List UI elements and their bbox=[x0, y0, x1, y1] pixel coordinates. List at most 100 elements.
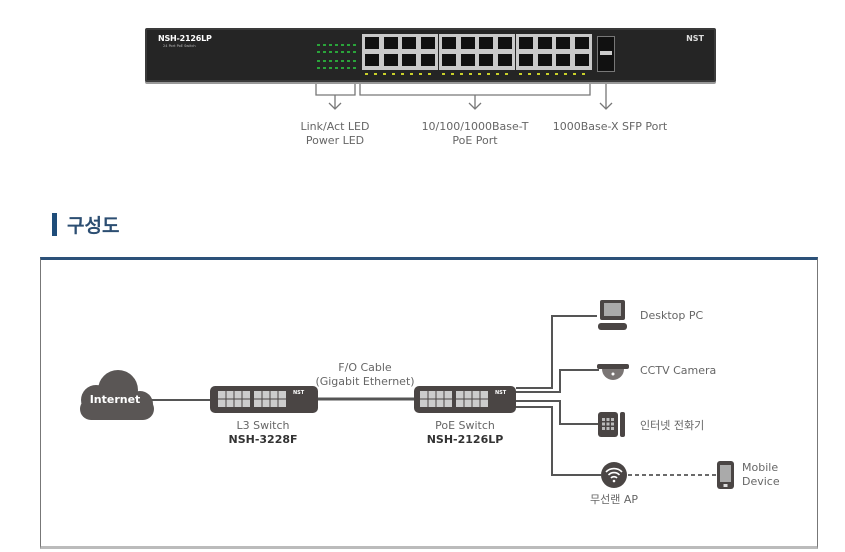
port-led bbox=[469, 73, 472, 75]
desktop-pc-icon bbox=[598, 300, 627, 330]
poe-switch-label: PoE Switch bbox=[435, 419, 495, 432]
port-led bbox=[546, 73, 549, 75]
status-led bbox=[323, 44, 326, 46]
port-led bbox=[487, 73, 490, 75]
sfp-arrow-head bbox=[599, 102, 613, 110]
internet-cloud-icon bbox=[80, 370, 154, 420]
rj45-port bbox=[519, 54, 533, 66]
status-led bbox=[329, 60, 332, 62]
status-led bbox=[353, 44, 356, 46]
status-led bbox=[335, 67, 338, 69]
mobile-line2: Device bbox=[742, 475, 780, 488]
callout-poe-port: 10/100/1000Base-T PoE Port bbox=[405, 120, 545, 148]
status-led bbox=[323, 60, 326, 62]
device-label-ap: 무선랜 AP bbox=[589, 493, 638, 506]
rj45-port bbox=[537, 54, 552, 66]
port-led bbox=[410, 73, 413, 75]
callout-sfp: 1000Base-X SFP Port bbox=[550, 120, 670, 134]
callout-port-line2: PoE Port bbox=[452, 134, 498, 147]
rj45-port bbox=[460, 37, 475, 49]
rj45-port bbox=[479, 54, 493, 66]
diagram-frame bbox=[40, 257, 818, 549]
port-bank bbox=[362, 34, 438, 70]
port-led bbox=[478, 73, 481, 75]
rj45-port bbox=[402, 37, 416, 49]
status-led bbox=[341, 67, 344, 69]
rj45-port bbox=[519, 37, 533, 49]
rj45-port bbox=[497, 37, 512, 49]
port-led bbox=[442, 73, 445, 75]
section-title: 구성도 bbox=[67, 215, 120, 237]
port-led bbox=[401, 73, 404, 75]
port-led bbox=[496, 73, 499, 75]
mobile-device-caption: Mobile Device bbox=[742, 461, 780, 489]
status-led bbox=[329, 44, 332, 46]
section-title-marker bbox=[52, 213, 57, 236]
callout-led-line2: Power LED bbox=[305, 134, 365, 147]
sfp-port-cage bbox=[597, 36, 615, 72]
rj45-port bbox=[574, 54, 589, 66]
port-led bbox=[519, 73, 522, 75]
callout-port-line1: 10/100/1000Base-T bbox=[421, 120, 529, 133]
port-led bbox=[392, 73, 395, 75]
mobile-line1: Mobile bbox=[742, 461, 779, 474]
port-led bbox=[383, 73, 386, 75]
port-led bbox=[365, 73, 368, 75]
status-led bbox=[335, 51, 338, 53]
rj45-port bbox=[365, 54, 379, 66]
status-led bbox=[323, 67, 326, 69]
led-indicator-grid bbox=[317, 44, 359, 72]
fiber-link-caption: F/O Cable (Gigabit Ethernet) bbox=[310, 361, 420, 389]
device-label-cctv: CCTV Camera bbox=[640, 364, 717, 377]
status-led bbox=[317, 67, 320, 69]
switch-front-panel: NSH-2126LP 24 Port PoE Switch NST bbox=[145, 28, 716, 82]
port-bank bbox=[439, 34, 515, 70]
link-ap bbox=[516, 406, 601, 476]
port-led bbox=[460, 73, 463, 75]
switch-model-label: NSH-2126LP bbox=[158, 34, 212, 43]
callout-sfp-line1: 1000Base-X SFP Port bbox=[552, 120, 668, 133]
cctv-camera-icon bbox=[597, 364, 629, 380]
rj45-port bbox=[442, 37, 456, 49]
status-led bbox=[341, 60, 344, 62]
status-led bbox=[341, 51, 344, 53]
rj45-port bbox=[383, 54, 398, 66]
fiber-link-line2: (Gigabit Ethernet) bbox=[315, 375, 415, 388]
wifi-ap-icon bbox=[601, 462, 627, 488]
status-led bbox=[341, 44, 344, 46]
poe-switch-icon bbox=[414, 386, 516, 413]
switch-subtitle: 24 Port PoE Switch bbox=[163, 44, 196, 48]
port-bank bbox=[516, 34, 592, 70]
port-led bbox=[537, 73, 540, 75]
switch-brand-logo: NST bbox=[686, 34, 704, 43]
rj45-port bbox=[442, 54, 456, 66]
port-led bbox=[555, 73, 558, 75]
rj45-port bbox=[460, 54, 475, 66]
l3-switch-icon bbox=[210, 386, 318, 413]
status-led bbox=[353, 51, 356, 53]
status-led bbox=[335, 44, 338, 46]
port-led bbox=[582, 73, 585, 75]
link-cctv bbox=[516, 369, 599, 393]
port-led bbox=[419, 73, 422, 75]
port-led bbox=[573, 73, 576, 75]
status-led bbox=[329, 51, 332, 53]
l3-switch-model: NSH-3228F bbox=[228, 433, 298, 446]
rj45-port bbox=[420, 37, 435, 49]
poe-switch-caption: PoE Switch NSH-2126LP bbox=[415, 419, 515, 447]
status-led bbox=[323, 51, 326, 53]
status-led bbox=[347, 67, 350, 69]
port-led bbox=[564, 73, 567, 75]
status-led bbox=[347, 44, 350, 46]
fiber-link-line1: F/O Cable bbox=[338, 361, 392, 374]
rj45-port bbox=[383, 37, 398, 49]
link-phone bbox=[516, 400, 598, 425]
callout-led: Link/Act LED Power LED bbox=[285, 120, 385, 148]
port-arrow-head bbox=[468, 102, 482, 110]
status-led bbox=[317, 44, 320, 46]
port-led bbox=[505, 73, 508, 75]
rj45-port bbox=[574, 37, 589, 49]
status-led bbox=[317, 51, 320, 53]
l3-switch-caption: L3 Switch NSH-3228F bbox=[213, 419, 313, 447]
rj45-port bbox=[556, 54, 570, 66]
